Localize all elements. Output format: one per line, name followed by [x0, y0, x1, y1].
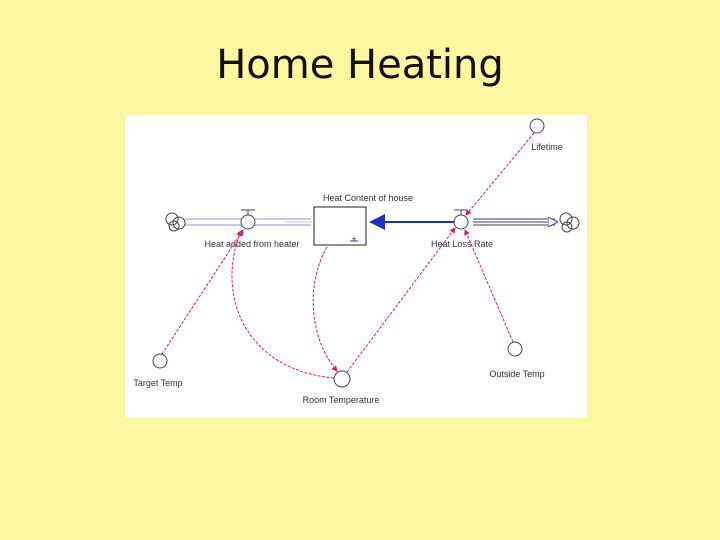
inflow-label: Heat added from heater — [204, 239, 299, 249]
stock-box — [313, 206, 367, 246]
slide-title: Home Heating — [216, 42, 504, 88]
link-room-to-inflow — [231, 230, 335, 379]
lifetime-label: Lifetime — [531, 142, 563, 152]
source-cloud-icon — [165, 212, 186, 232]
outflow-label: Heat Loss Rate — [431, 239, 493, 249]
stock-label: Heat Content of house — [323, 193, 413, 203]
link-target-to-inflow — [161, 229, 244, 355]
stock-sign: + — [351, 234, 356, 244]
target-temp-label: Target Temp — [133, 378, 182, 388]
inflow-valve-icon — [240, 209, 256, 230]
lifetime-node — [529, 118, 545, 134]
target-temp-node — [152, 353, 168, 369]
causal-links — [161, 132, 535, 379]
room-temp-label: Room Temperature — [303, 395, 380, 405]
room-temp-node — [333, 370, 351, 388]
stock-flow-diagram: Heat added from heater Heat Content of h… — [125, 115, 587, 418]
link-stock-to-room — [312, 246, 338, 372]
diagram-canvas: Heat added from heater Heat Content of h… — [133, 118, 580, 405]
outside-temp-node — [507, 341, 523, 357]
sink-cloud-icon — [559, 212, 580, 233]
link-lifetime-to-outflow — [465, 132, 535, 216]
link-room-to-outflow — [346, 227, 456, 373]
outflow-pipe — [369, 214, 557, 230]
outside-temp-label: Outside Temp — [489, 369, 544, 379]
link-outside-to-outflow — [464, 229, 514, 343]
outflow-valve-icon — [453, 209, 469, 230]
